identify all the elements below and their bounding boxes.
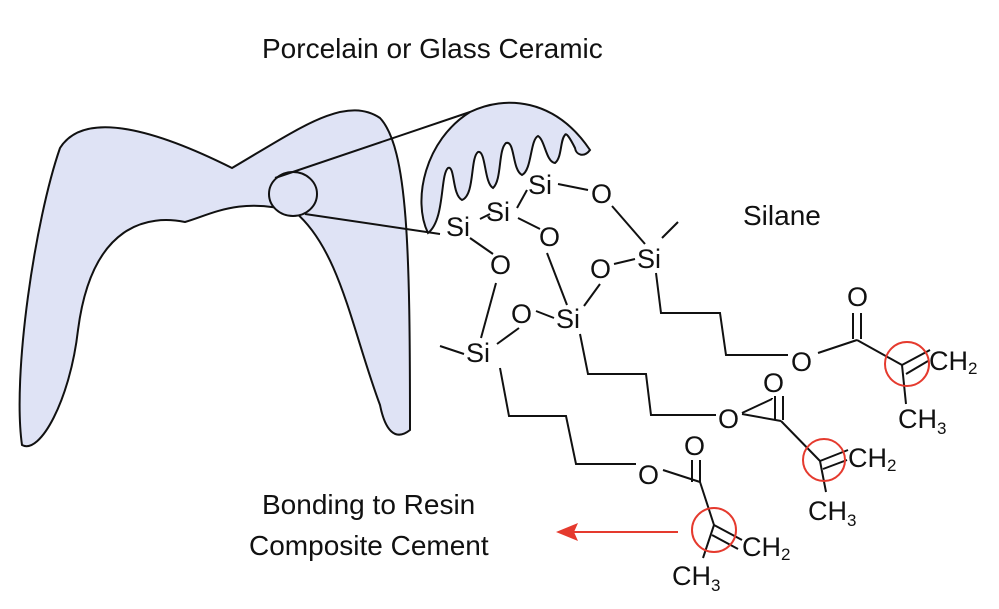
silane-label: Silane [743,200,821,231]
ch3-label-2: CH3 [808,496,856,530]
o-atom-ester-1: O [791,347,812,377]
ester-bonds-1 [817,313,931,405]
o-atom: O [590,254,611,284]
magnified-surface [420,101,592,235]
zoom-line-top [274,111,471,179]
ester-bonds-3 [662,460,743,559]
ch2-label-1: CH2 [929,346,977,378]
ceramic-body [18,109,412,448]
o-atom-carbonyl-1: O [847,282,868,312]
bonding-label-line2: Composite Cement [249,530,489,561]
ch3-label-3: CH3 [672,561,720,595]
o-atom: O [539,222,560,252]
o-atom-ester-2: O [718,404,739,434]
si-atom-top: Si [528,170,552,200]
siloxane-bonds [439,183,679,355]
propyl-chain-2 [579,333,716,416]
bonding-arrow-head [556,523,578,541]
o-atom-carbonyl-3: O [684,431,705,461]
bonding-label-line1: Bonding to Resin [262,489,475,520]
propyl-chain-3 [499,367,636,465]
o-atom: O [591,179,612,209]
o-atom-carbonyl-2: O [763,368,784,398]
si-atom-mid: Si [486,197,510,227]
ch3-label-1: CH3 [898,404,946,438]
o-atom: O [490,250,511,280]
si-atom-center: Si [556,304,580,334]
vinyl-highlight-3 [691,507,737,553]
o-atom-ester-3: O [638,460,659,490]
ch2-label-3: CH2 [742,532,790,564]
si-atom-right: Si [637,244,661,274]
title-label: Porcelain or Glass Ceramic [262,33,603,64]
o-atom: O [511,299,532,329]
vinyl-highlight-2 [802,438,846,482]
ch2-label-2: CH2 [848,443,896,475]
si-atom-bottom: Si [466,338,490,368]
propyl-chain-1 [655,272,788,356]
ester-bonds-2 [741,396,849,493]
si-atom-left: Si [446,212,470,242]
zoom-line-bottom [304,213,441,235]
vinyl-highlight-1 [884,341,930,387]
